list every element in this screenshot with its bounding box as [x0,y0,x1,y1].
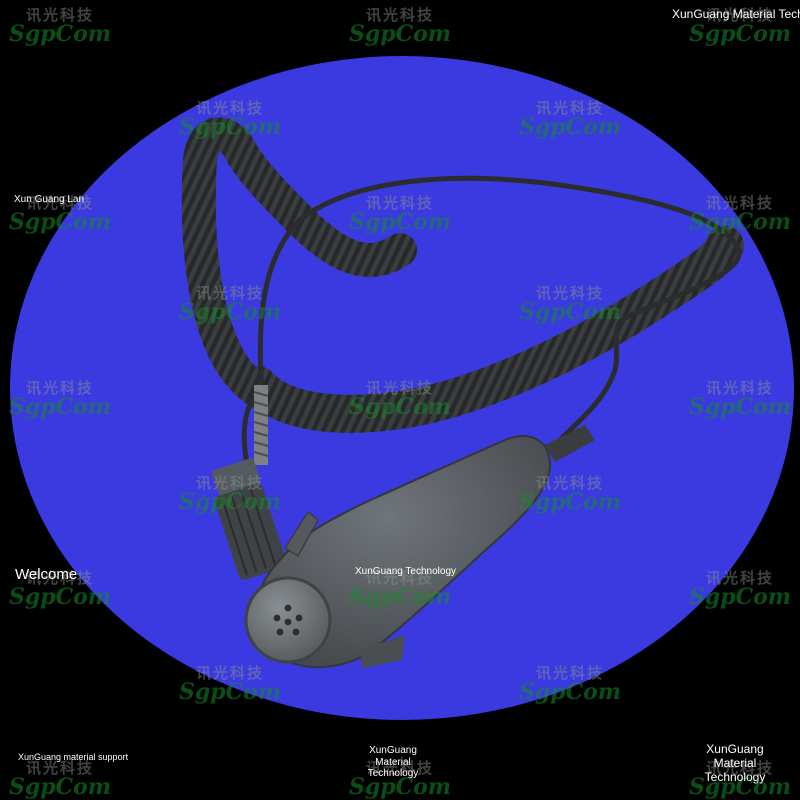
caption-welcome: Welcome [15,566,78,583]
belt-clip [360,635,405,668]
caption-bottom-left: XunGuang material support [18,752,129,762]
round-connector [211,458,287,580]
caption-left-mid: Xun Guang Lan [14,194,85,205]
ptt-button [283,510,319,558]
caption-top-right: XunGuang Material Technology [672,7,800,21]
coiled-cable [181,117,417,409]
caption-bottom-right: XunGuang Material Technology [704,742,766,784]
caption-center: XunGuang Technology [355,566,457,577]
coiled-cable [239,226,744,433]
caption-bottom-center: XunGuang Material Technology [367,745,419,779]
thin-cable [257,175,742,443]
device-cable-boot [545,425,595,462]
